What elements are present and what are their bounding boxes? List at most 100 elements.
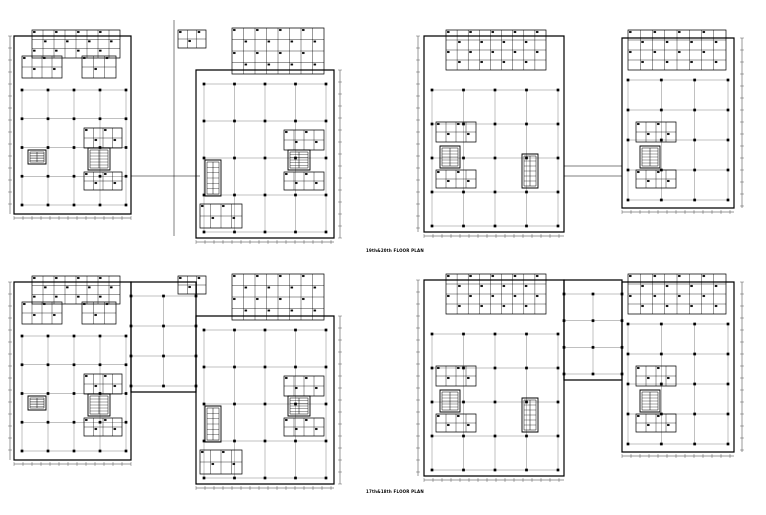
column	[462, 469, 464, 471]
fixture-mark	[189, 40, 191, 42]
fixture-mark	[647, 377, 649, 379]
fixture-mark	[666, 285, 668, 287]
fixture-mark	[647, 424, 649, 426]
column	[125, 146, 127, 148]
fixture-mark	[469, 31, 471, 33]
fixture-mark	[481, 61, 483, 63]
fixture-mark	[95, 428, 97, 430]
column	[47, 421, 49, 423]
fixture-mark	[447, 424, 449, 426]
column	[233, 231, 235, 233]
fixture-mark	[104, 129, 106, 131]
core-block	[88, 148, 110, 170]
fixture-mark	[503, 285, 505, 287]
column	[203, 83, 205, 85]
column	[494, 225, 496, 227]
column	[195, 385, 197, 387]
column	[557, 89, 559, 91]
column	[660, 353, 662, 355]
fixture-mark	[291, 64, 293, 66]
fixture-mark	[295, 428, 297, 430]
fixture-mark	[469, 51, 471, 53]
column	[431, 191, 433, 193]
fixture-mark	[492, 295, 494, 297]
fixture-mark	[667, 377, 669, 379]
fixture-mark	[715, 285, 717, 287]
column	[233, 83, 235, 85]
column	[431, 401, 433, 403]
fixture-mark	[666, 61, 668, 63]
fixture-mark	[637, 367, 639, 369]
column	[195, 355, 197, 357]
fixture-mark	[302, 52, 304, 54]
fixture-mark	[198, 31, 200, 33]
fixture-mark	[654, 275, 656, 277]
column	[99, 204, 101, 206]
fixture-mark	[503, 41, 505, 43]
fixture-mark	[302, 275, 304, 277]
floor-plan-top-left	[8, 20, 342, 244]
column	[99, 364, 101, 366]
fixture-mark	[201, 451, 203, 453]
column	[325, 366, 327, 368]
fixture-mark	[245, 287, 247, 289]
column	[233, 120, 235, 122]
fixture-mark	[458, 61, 460, 63]
fixture-mark	[641, 285, 643, 287]
fixture-mark	[179, 277, 181, 279]
left-wing-outline	[14, 282, 131, 460]
column	[47, 204, 49, 206]
fixture-mark	[245, 310, 247, 312]
column	[294, 329, 296, 331]
column	[162, 295, 164, 297]
fixture-mark	[447, 180, 449, 182]
column	[494, 367, 496, 369]
fixture-mark	[77, 277, 79, 279]
fixture-mark	[481, 41, 483, 43]
fixture-mark	[106, 303, 108, 305]
fixture-mark	[678, 275, 680, 277]
column	[21, 204, 23, 206]
fixture-mark	[104, 375, 106, 377]
floor-plan-bottom-right	[416, 274, 744, 482]
column	[494, 435, 496, 437]
column	[21, 421, 23, 423]
fixture-mark	[99, 277, 101, 279]
column	[47, 335, 49, 337]
column	[563, 373, 565, 375]
column	[99, 146, 101, 148]
column	[557, 469, 559, 471]
column	[294, 477, 296, 479]
fixture-mark	[114, 139, 116, 141]
fixture-mark	[43, 57, 45, 59]
column	[727, 109, 729, 111]
column	[294, 231, 296, 233]
fixture-mark	[690, 61, 692, 63]
column	[462, 225, 464, 227]
column	[693, 199, 695, 201]
column	[21, 89, 23, 91]
fixture-mark	[66, 41, 68, 43]
column	[233, 157, 235, 159]
column	[325, 477, 327, 479]
fixture-mark	[536, 275, 538, 277]
fixture-mark	[256, 52, 258, 54]
column	[592, 293, 594, 295]
column	[462, 401, 464, 403]
column	[162, 325, 164, 327]
column	[727, 79, 729, 81]
fixture-mark	[291, 287, 293, 289]
fixture-mark	[222, 205, 224, 207]
fixture-mark	[457, 123, 459, 125]
fixture-mark	[525, 285, 527, 287]
column	[660, 79, 662, 81]
column	[264, 477, 266, 479]
column	[557, 191, 559, 193]
fixture-mark	[85, 173, 87, 175]
fixture-mark	[233, 275, 235, 277]
fixture-mark	[503, 305, 505, 307]
column	[73, 392, 75, 394]
fixture-mark	[99, 50, 101, 52]
